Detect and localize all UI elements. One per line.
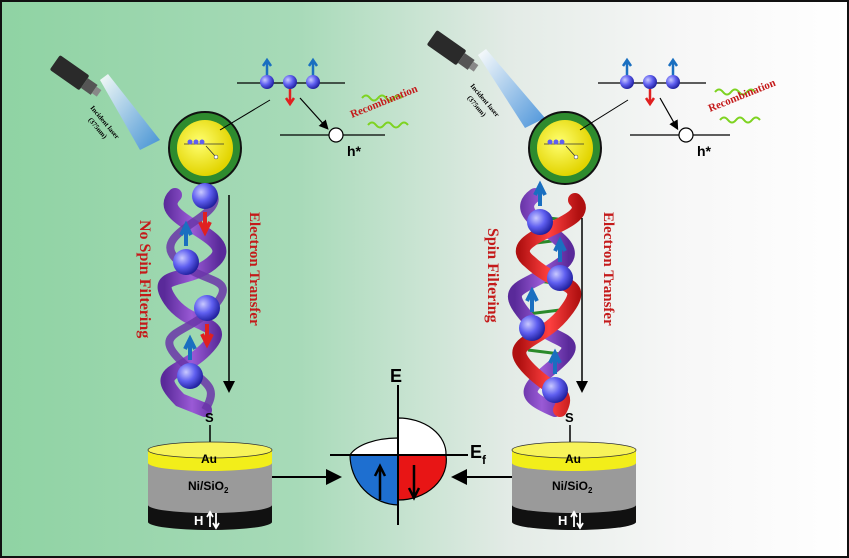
laser-icon [427,30,479,72]
photon-wave [367,121,409,129]
spin-filtering-label: Spin Filtering [484,228,501,323]
laser-icon [50,55,102,97]
spin-down-arrow [200,324,214,349]
gold-layer-label: Au [201,452,217,466]
gold-layer-label: Au [565,452,581,466]
decay-arrow [299,97,329,130]
laser-beam [478,49,545,128]
electron-transfer-label: Electron Transfer [600,212,616,326]
spin-up-arrow [553,236,567,262]
spin-up-empty [348,437,399,456]
band-diagram: E Ef [330,366,487,525]
decay-arrow [659,97,679,131]
quantum-dot-core [177,120,233,176]
hole [328,127,344,143]
electron [620,75,634,89]
field-updown-icon [570,510,584,530]
spin-up-arrow [307,57,319,75]
quantum-dot-inset [544,139,584,160]
hole-label: h* [347,143,362,159]
electron [173,249,199,275]
electron [643,75,657,89]
field-updown-icon [206,510,220,530]
electron [519,315,545,341]
spin-down-arrow [198,212,212,237]
electron [306,75,320,89]
ni-layer-label: Ni/SiO2 [188,479,229,495]
spin-down-arrow [644,89,656,107]
hole [678,127,694,143]
electron [283,75,297,89]
spin-filtering-label: No Spin Filtering [136,220,153,338]
electron [666,75,680,89]
electron [527,209,553,235]
quantum-dot-core [537,120,593,176]
spin-up-arrow [621,57,633,75]
laser-beam [100,74,160,150]
electron [260,75,274,89]
spin-down-empty [397,417,447,456]
sulfur-label: S [205,410,214,425]
spin-down-arrow [407,465,421,501]
spin-up-arrow [373,463,387,500]
spin-down-arrow [284,89,296,107]
quantum-dot-inset [184,139,224,160]
spin-up-arrow [261,57,273,75]
inset-pointer [219,99,271,131]
hole-label: h* [697,143,712,159]
spin-up-arrow [533,180,547,206]
electron [177,363,203,389]
electron [192,183,218,209]
spin-up-arrow [525,286,539,312]
ni-layer-label: Ni/SiO2 [552,479,593,495]
photon-wave [714,88,756,96]
right-panel: Incident laser (375nm) h* Recombination [427,30,777,530]
spin-up-arrow [667,57,679,75]
spin-up-arrow [548,348,562,374]
spin-up-arrow [179,220,193,246]
field-label: H [194,513,203,528]
field-label: H [558,513,567,528]
inset-pointer [579,99,629,131]
energy-label: E [390,366,402,386]
photon-wave [719,116,761,124]
spin-up-arrow [183,334,197,360]
device-stack: Au Ni/SiO2 H [147,441,273,530]
electron [547,265,573,291]
photon-wave [361,94,403,102]
electron [194,295,220,321]
fermi-label: Ef [470,442,487,467]
device-stack: Au Ni/SiO2 H [511,441,637,530]
electron-transfer-label: Electron Transfer [246,212,262,326]
sulfur-label: S [565,410,574,425]
electron [542,377,568,403]
